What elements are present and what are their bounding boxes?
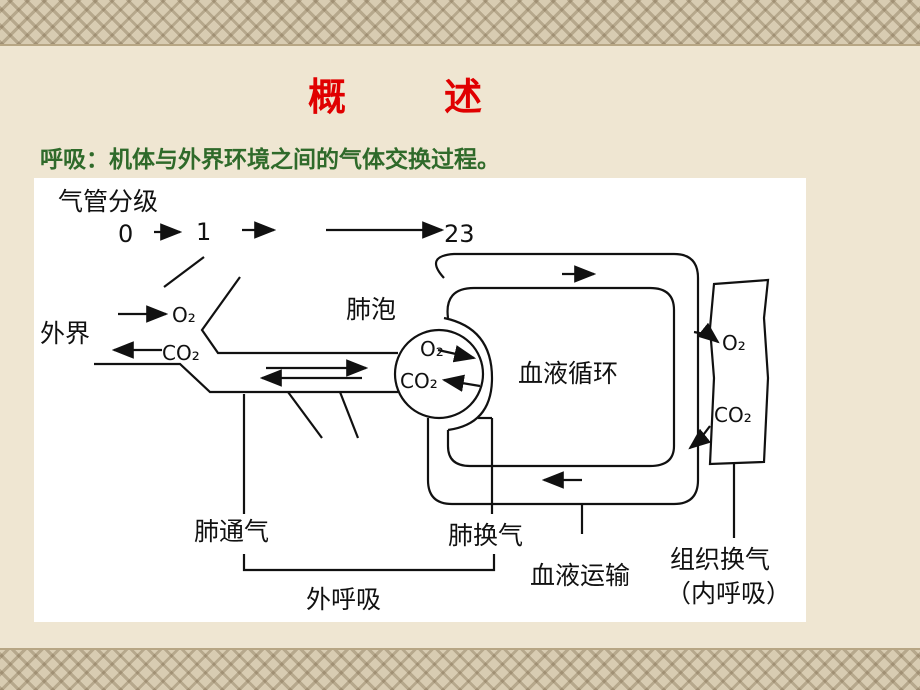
airway-header: 气管分级 [58,187,158,216]
circulation-label: 血液循环 [518,359,618,388]
external-respiration-bracket [242,554,496,572]
alveolar-co2-arrow [441,374,481,392]
decorative-border-top [0,0,920,46]
outside-label: 外界 [40,319,90,348]
generation-1: 1 [196,218,211,246]
alveolus-label: 肺泡 [346,295,396,324]
airway-branch [287,391,323,439]
slide-title: 概 述 [307,75,512,119]
internal-respiration-label: （内呼吸） [666,579,791,608]
circulation-inner [446,286,676,468]
external-respiration-label: 外呼吸 [306,585,381,614]
outside-o2: O₂ [172,303,196,327]
ventilation-label: 肺通气 [194,517,269,546]
decorative-border-bottom [0,648,920,690]
capillary-wall [443,316,494,432]
alveolar-o2-arrow [437,345,477,363]
airway-wall [200,276,398,355]
tissue-co2: CO₂ [714,403,752,427]
tissue-co2-arrow [688,425,711,450]
pulmonary-exchange-label: 肺换气 [448,521,523,550]
circulation-outer [426,252,700,506]
generation-0: 0 [118,220,133,248]
tissue-block [708,278,770,466]
respiration-diagram: 气管分级 0 1 23 O₂ 外界 CO₂ 肺泡 O₂ CO₂ 血液循环 O₂ … [34,178,806,622]
tissue-o2-arrow [693,322,720,344]
alveolus-o2: O₂ [420,337,444,361]
airway-wall [163,256,205,288]
airway-wall [94,362,398,394]
tissue-o2: O₂ [722,331,746,355]
blood-transport-label: 血液运输 [530,561,630,590]
outside-co2: CO₂ [162,341,200,365]
generation-23: 23 [444,220,475,248]
respiration-definition: 呼吸：机体与外界环境之间的气体交换过程。 [40,147,500,173]
tissue-exchange-label: 组织换气 [670,545,770,574]
alveolus-co2: CO₂ [400,369,438,393]
airway-branch [338,391,360,439]
